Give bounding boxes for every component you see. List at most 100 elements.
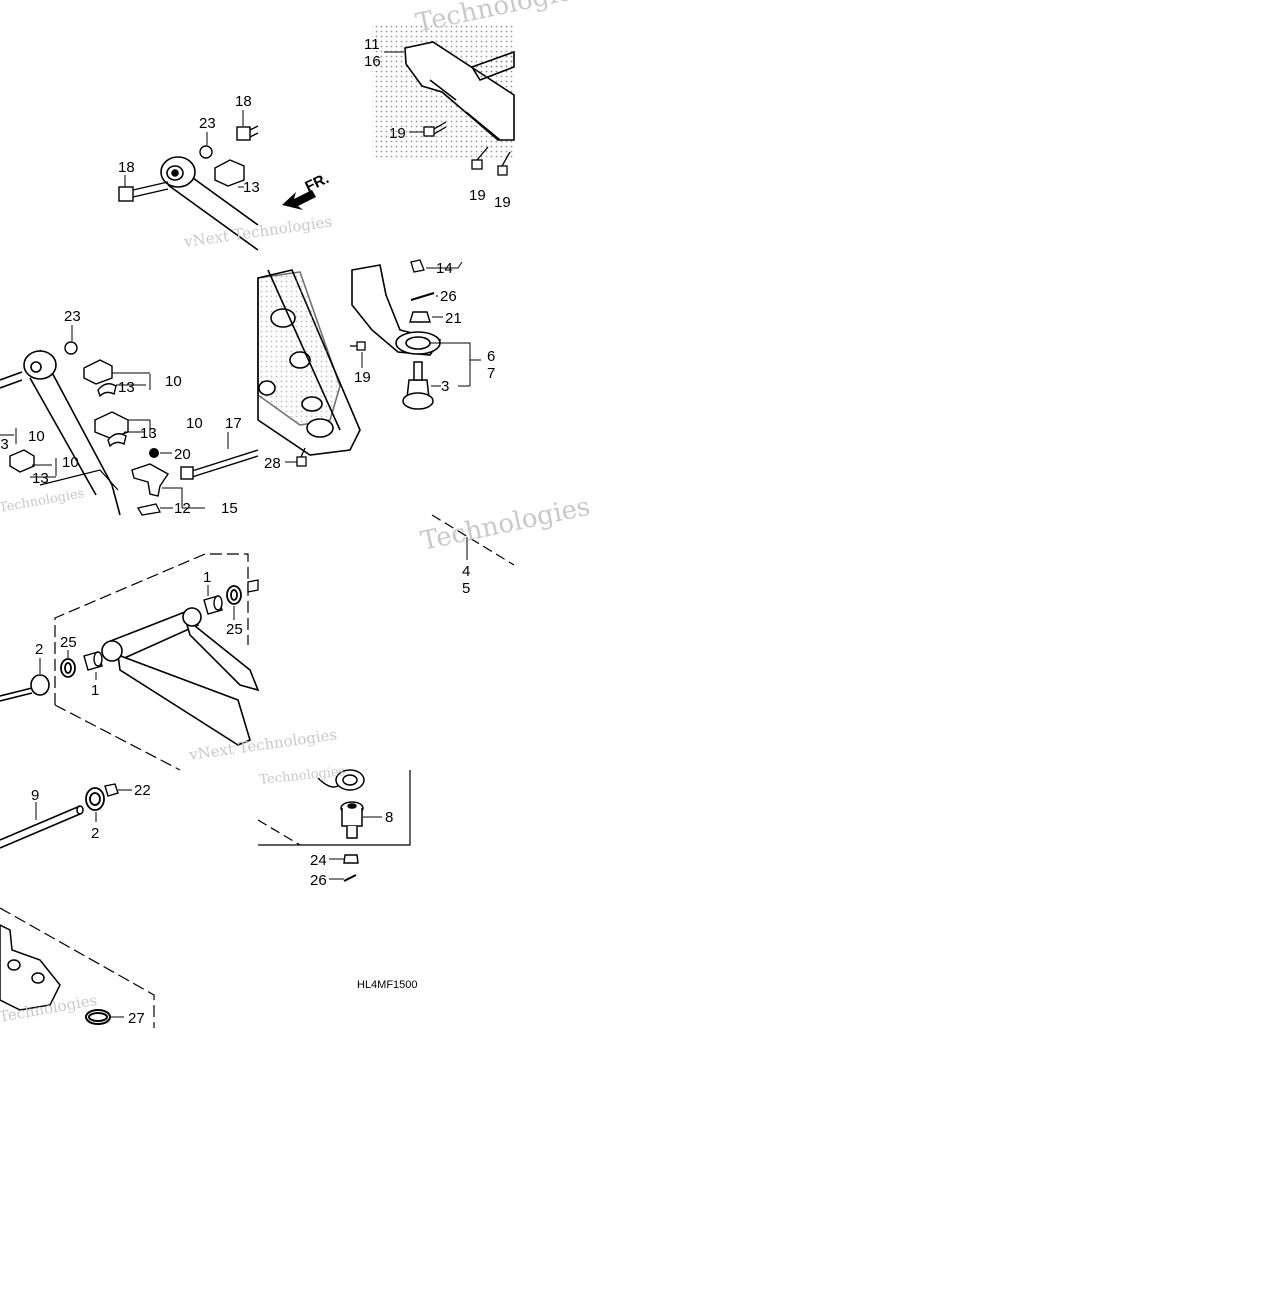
bolt-18-top	[236, 125, 259, 141]
callout-1: 1	[91, 682, 99, 699]
callout-14: 14	[436, 260, 453, 277]
clamp-set-10-c	[9, 449, 35, 473]
callout-19: 19	[494, 194, 511, 211]
seal-25-lower	[60, 658, 76, 678]
bolt-19-bracket-b	[471, 146, 489, 170]
callout-15: 15	[221, 500, 238, 517]
bolt-end	[247, 579, 259, 593]
leaders-tile3	[0, 372, 229, 509]
watermark-text: Technologies	[0, 486, 85, 516]
callout-22: 22	[134, 782, 151, 799]
cotter-pin-26	[410, 292, 435, 301]
dashed-outline-mount	[0, 907, 155, 1028]
callout-26: 26	[310, 872, 327, 889]
tile-lower-a-arm: 1 25 25 1 2 vNext Technologies	[0, 553, 338, 771]
clamp-set-10-b	[94, 411, 129, 448]
watermark-text: Technologies	[418, 492, 593, 557]
callout-17: 17	[225, 415, 242, 432]
bushing-1-lower	[83, 651, 103, 671]
tile-upper-arm-clamps: 23 13 10 10 13 13 10 10 13 17 20 12 15 T…	[0, 308, 259, 517]
callout-19: 19	[354, 369, 371, 386]
nut-22	[104, 783, 119, 797]
callout-10: 10	[62, 454, 79, 471]
clamp-14	[410, 259, 425, 273]
clamp-set-10-a	[83, 359, 117, 398]
callout-9: 9	[31, 787, 39, 804]
callout-8: 8	[385, 809, 393, 826]
a-arm	[101, 607, 260, 746]
bracket-15	[131, 463, 170, 497]
callout-25: 25	[226, 621, 243, 638]
bolt-19-bracket-a	[423, 121, 447, 137]
leaders-tile4	[285, 261, 481, 463]
knuckle-eye	[317, 769, 365, 791]
callout-13: 13	[0, 436, 9, 453]
callout-18: 18	[118, 159, 135, 176]
callout-4: 4	[462, 563, 470, 580]
callout-2: 2	[91, 825, 99, 842]
callout-13: 13	[32, 470, 49, 487]
clamp-13-top	[214, 159, 245, 187]
tile-reference-fragment: Technologies 4 5	[418, 492, 593, 597]
watermark-text: Technologies	[259, 764, 346, 788]
tile-lower-ball-joint: Technologies 8 24 26	[257, 764, 411, 889]
cotter-pin-26-lower	[343, 874, 357, 882]
callout-23: 23	[64, 308, 81, 325]
ball-joint-8	[340, 801, 364, 839]
callout-5: 5	[462, 580, 470, 597]
callout-1: 1	[203, 569, 211, 586]
shaft-9	[0, 805, 84, 849]
callout-3: 3	[441, 378, 449, 395]
knuckle-arm	[351, 264, 442, 356]
callout-13: 13	[140, 425, 157, 442]
dashed-guide	[431, 514, 515, 566]
callout-25: 25	[60, 634, 77, 651]
callout-7: 7	[487, 365, 495, 382]
spacer-12	[136, 503, 161, 516]
leaders-tile6	[39, 585, 235, 680]
callout-11: 11	[364, 36, 380, 53]
callout-19: 19	[389, 125, 406, 142]
diagram-code: HL4MF1500	[357, 979, 418, 991]
ball-joint-3	[402, 361, 434, 410]
tile-frame-knuckle: 14 26 21 6 7 3 19 28	[257, 259, 495, 472]
callout-28: 28	[264, 455, 281, 472]
watermark-text: vNext Technologies	[182, 212, 333, 251]
castle-nut-24	[343, 854, 359, 864]
callout-10: 10	[28, 428, 45, 445]
callout-23: 23	[199, 115, 216, 132]
callout-2: 2	[35, 641, 43, 658]
washer-2-shaft	[85, 787, 105, 811]
nut-23	[64, 341, 78, 355]
leaders-tile7	[35, 789, 132, 822]
callout-19: 19	[469, 187, 486, 204]
dashed-outline-bj-diag	[257, 819, 301, 846]
castle-nut-21	[409, 311, 431, 323]
bolt-19-bracket-c	[497, 151, 511, 176]
tile-upper-arm-pivot: 18 18 23 13 vNext Technologies	[118, 93, 333, 251]
frame-plate	[257, 269, 361, 456]
nut-23-top	[199, 145, 213, 159]
tile-pivot-shaft: 9 2 22	[0, 782, 151, 849]
tile-frame-bracket: Technologies 11 16 19 19 19 FR.	[282, 0, 588, 211]
callout-20: 20	[174, 446, 191, 463]
callout-12: 12	[174, 500, 191, 517]
bolt-19-frame	[350, 341, 366, 351]
upper-arm	[0, 349, 121, 516]
callout-21: 21	[445, 310, 462, 327]
seal-25-upper	[226, 585, 242, 605]
callout-6: 6	[487, 348, 495, 365]
front-arrow: FR.	[282, 170, 332, 210]
callout-27: 27	[128, 1010, 145, 1027]
callout-10: 10	[165, 373, 182, 390]
frame-bracket	[404, 41, 515, 141]
watermark-text: vNext Technologies	[187, 725, 338, 764]
front-arrow-label: FR.	[303, 170, 332, 196]
ring-27	[85, 1009, 111, 1025]
dashed-outline-bj	[258, 770, 411, 846]
tile-frame-mount: Technologies 27	[0, 907, 155, 1028]
bolt-18-left	[118, 181, 169, 202]
callout-13: 13	[118, 379, 135, 396]
